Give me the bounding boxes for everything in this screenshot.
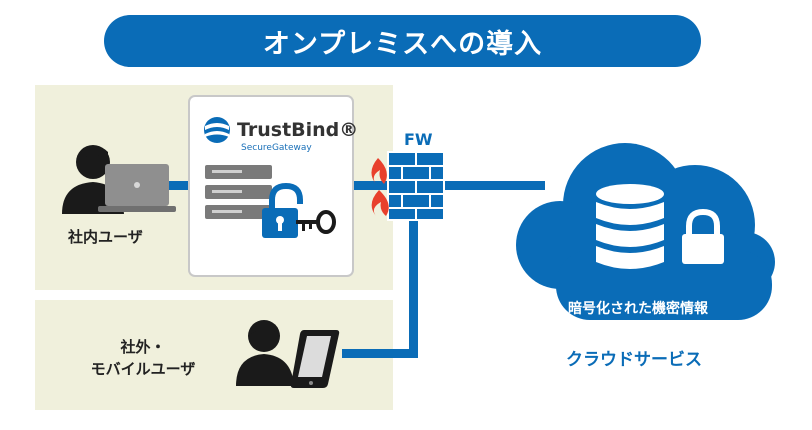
product-name: TrustBind® (237, 119, 359, 141)
trustbind-logo-icon (204, 117, 230, 143)
external-user-label: 社外・ モバイルユーザ (68, 336, 218, 380)
title-banner: オンプレミスへの導入 (104, 15, 701, 67)
firewall-label: FW (404, 130, 433, 149)
person-tablet-icon (236, 320, 340, 388)
database-icon (596, 184, 664, 269)
person-laptop-icon (62, 145, 176, 214)
product-subtitle: SecureGateway (241, 143, 312, 153)
internal-user-label: 社内ユーザ (68, 228, 143, 246)
padlock-key-icon (262, 182, 336, 238)
line-laptop-to-server (150, 181, 190, 190)
title-text: オンプレミスへの導入 (262, 28, 543, 60)
connection-lines (150, 181, 545, 358)
cloud-service-name: クラウドサービス (566, 350, 702, 370)
external-user-label-line1: 社外・ (120, 338, 166, 356)
lock-icon (682, 208, 724, 264)
line-firewall-down (409, 210, 418, 358)
cloud-caption: 暗号化された機密情報 (568, 301, 708, 317)
server-rack-icon (205, 165, 272, 219)
line-to-tablet (342, 349, 418, 358)
external-user-label-line2: モバイルユーザ (90, 360, 196, 378)
line-firewall-to-cloud (445, 181, 545, 190)
flame-icon (371, 158, 389, 216)
firewall-brick-icon (387, 151, 445, 221)
line-server-to-firewall (352, 181, 388, 190)
